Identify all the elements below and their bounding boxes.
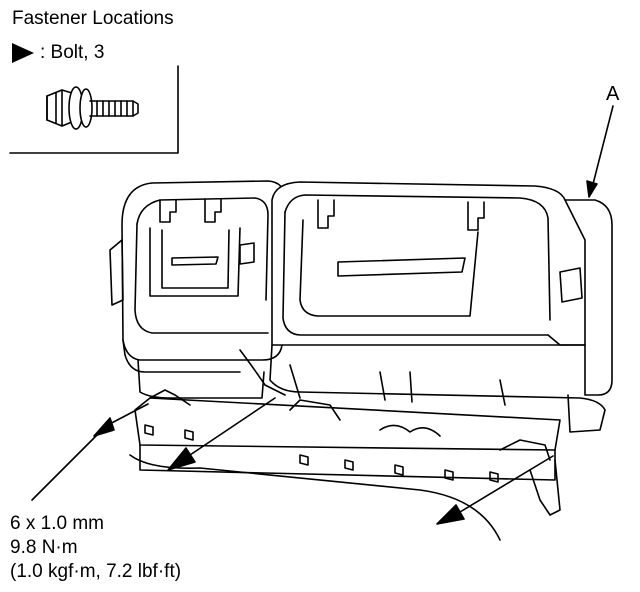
legend-box-border [9, 65, 179, 154]
torque-nm-spec: 9.8 N·m [10, 537, 78, 558]
left-seatback [109, 180, 286, 373]
bolt-legend: : Bolt, 3 [12, 42, 104, 64]
torque-alt-spec: (1.0 kgf·m, 7.2 lbf·ft) [10, 561, 182, 582]
bolt-marker-icon [12, 43, 34, 63]
bolt-size-spec: 6 x 1.0 mm [10, 513, 104, 534]
bolt-arrow-2 [167, 397, 276, 471]
seat-mounting-rail [129, 389, 561, 541]
torque-spec-leader [31, 431, 101, 501]
seat-cushion-lower [137, 344, 606, 433]
bolt-arrow-3 [436, 455, 554, 525]
fastener-locations-title: Fastener Locations [12, 8, 174, 29]
right-seatback [271, 181, 613, 396]
bolt-arrow-1 [93, 403, 149, 437]
callout-label-a: A [606, 83, 620, 105]
callout-a-leader [586, 105, 614, 198]
bolt-illustration [46, 86, 139, 130]
bolt-legend-label: : Bolt, 3 [40, 42, 105, 63]
